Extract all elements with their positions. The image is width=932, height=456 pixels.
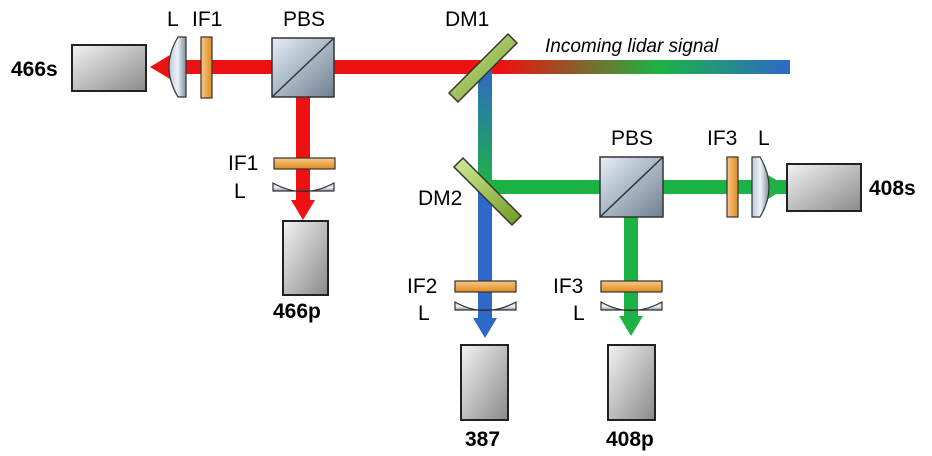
green-beam-vertical (624, 212, 638, 322)
blue-arrowhead-387 (473, 318, 497, 338)
detector-408p-label: 408p (606, 428, 654, 451)
if2-filter (454, 280, 517, 293)
pbs-cube-top (271, 37, 335, 98)
red-arrowhead-466p (291, 200, 315, 220)
lens-466p (272, 181, 335, 192)
if3-horizontal-label: IF3 (707, 127, 737, 150)
lens-408s-label: L (758, 127, 770, 150)
dm2-label: DM2 (418, 187, 462, 210)
detector-466p-label: 466p (273, 300, 321, 323)
blue-green-beam-vertical (478, 67, 492, 187)
pbs-top-label: PBS (283, 8, 325, 31)
if3-vertical-label: IF3 (553, 275, 583, 298)
if1-filter-vertical (273, 157, 336, 170)
if1-top-label: IF1 (192, 8, 222, 31)
incoming-beam (500, 60, 790, 74)
detector-466s-label: 466s (11, 58, 58, 81)
detector-408p (607, 344, 656, 421)
if3-filter-vertical (600, 280, 663, 293)
detector-408s-label: 408s (869, 177, 916, 200)
green-arrowhead-408s (768, 175, 788, 199)
dm2-mirror (452, 156, 523, 227)
red-arrowhead-466s (150, 55, 170, 79)
pbs-cube-right (599, 156, 664, 218)
detector-408s (786, 163, 862, 212)
green-arrowhead-408p (619, 316, 643, 336)
detector-387 (460, 344, 509, 421)
lens-387-label: L (418, 302, 430, 325)
incoming-signal-label: Incoming lidar signal (545, 36, 719, 57)
dm1-label: DM1 (445, 8, 489, 31)
detector-387-label: 387 (465, 428, 500, 451)
detector-466p (282, 220, 329, 296)
lens-408s (751, 156, 770, 218)
blue-beam-vertical (478, 190, 492, 320)
detector-466s (71, 44, 147, 92)
lens-408p-label: L (573, 302, 585, 325)
dm1-mirror (447, 32, 519, 104)
pbs-right-label: PBS (611, 127, 653, 150)
lens-466p-label: L (234, 180, 246, 203)
red-beam-vertical (296, 97, 310, 207)
lens-408p (600, 300, 663, 311)
lens-top-label: L (167, 8, 179, 31)
lens-466s (168, 36, 187, 98)
if1-vertical-label: IF1 (228, 152, 258, 175)
if2-label: IF2 (407, 275, 437, 298)
if1-filter-top (200, 36, 213, 99)
lens-387 (454, 300, 517, 311)
if3-filter-horizontal (726, 156, 739, 218)
